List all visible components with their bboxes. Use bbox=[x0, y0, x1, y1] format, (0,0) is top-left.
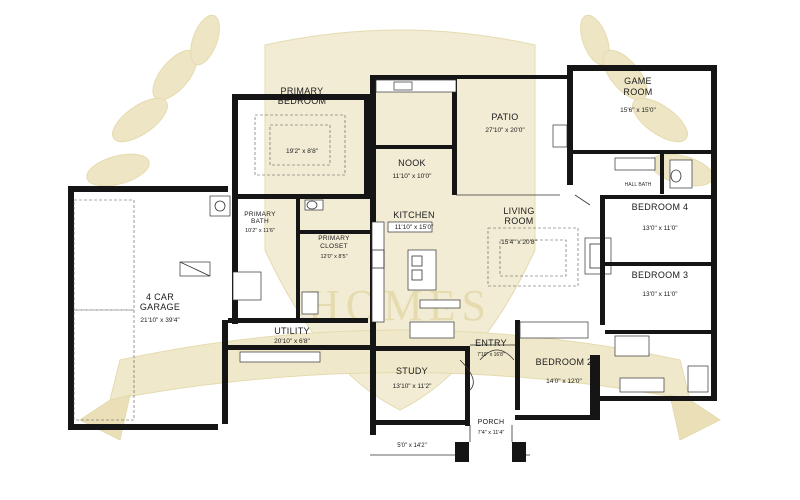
bedroom-3-name: BEDROOM 3 bbox=[632, 270, 689, 280]
primary-closet-size: 12'0" x 8'5" bbox=[320, 254, 347, 260]
patio-size: 27'10" x 20'0" bbox=[485, 127, 525, 134]
primary-closet-name: PRIMARY bbox=[318, 235, 350, 242]
primary-bedroom-name: PRIMARY bbox=[281, 86, 324, 96]
laurel-leaf-icon bbox=[632, 97, 688, 143]
garage-size: 21'10" x 39'4" bbox=[140, 317, 180, 324]
utility-name: UTILITY bbox=[274, 326, 310, 336]
entry-size: 7'10" x 16'8" bbox=[477, 352, 505, 358]
porch-size: 7'4" x 11'4" bbox=[478, 430, 505, 436]
utility-size: 20'10" x 6'8" bbox=[274, 338, 310, 345]
laurel-leaf-icon bbox=[86, 153, 150, 187]
central-area bbox=[370, 75, 520, 435]
kitchen-name: KITCHEN bbox=[393, 210, 435, 220]
study-size: 13'10" x 11'2" bbox=[393, 383, 432, 390]
bedroom-4-name: BEDROOM 4 bbox=[632, 202, 689, 212]
porch-name: PORCH bbox=[478, 419, 505, 426]
living-room-size: 15'4" x 20'8" bbox=[501, 239, 537, 246]
front-porch-size: 5'0" x 14'2" bbox=[397, 443, 427, 449]
laurel-leaf-icon bbox=[190, 14, 220, 66]
primary-bath-size: 10'2" x 11'6" bbox=[245, 228, 275, 234]
primary-bedroom-name-line2: BEDROOM bbox=[278, 96, 327, 106]
game-room-name-line2: ROOM bbox=[623, 87, 652, 97]
entry-name: ENTRY bbox=[475, 338, 507, 348]
nook-size: 11'10" x 10'0" bbox=[393, 173, 432, 180]
kitchen-size: 11'10" x 15'0" bbox=[395, 224, 434, 231]
game-room-name: GAME bbox=[624, 76, 652, 86]
nook-name: NOOK bbox=[398, 158, 426, 168]
primary-bath-name: PRIMARY bbox=[244, 211, 276, 218]
laurel-leaf-icon bbox=[112, 97, 168, 143]
bedroom-2-size: 14'0" x 12'0" bbox=[546, 378, 582, 385]
primary-wing bbox=[209, 94, 372, 424]
patio-name: PATIO bbox=[491, 112, 518, 122]
primary-bath-name-line2: BATH bbox=[251, 218, 269, 225]
garage-name-line2: GARAGE bbox=[140, 302, 180, 312]
primary-bedroom-size: 19'2" x 8'8" bbox=[286, 148, 319, 155]
game-room-size: 15'6" x 15'0" bbox=[620, 107, 656, 114]
porch-area bbox=[370, 425, 530, 462]
hall-bath-name: HALL BATH bbox=[625, 182, 652, 188]
primary-closet-name-line2: CLOSET bbox=[320, 243, 348, 250]
garage-area bbox=[68, 186, 228, 430]
bedroom-4-size: 13'0" x 11'0" bbox=[642, 225, 678, 232]
garage-name: 4 CAR bbox=[146, 292, 174, 302]
living-room-name-line2: ROOM bbox=[504, 216, 533, 226]
room-labels: GAME ROOM 15'6" x 15'0" PATIO 27'10" x 2… bbox=[140, 76, 689, 449]
bedroom-2-name: BEDROOM 2 bbox=[536, 357, 593, 367]
living-room-name: LIVING bbox=[503, 206, 534, 216]
bedroom-3-size: 13'0" x 11'0" bbox=[642, 291, 678, 298]
study-name: STUDY bbox=[396, 366, 428, 376]
east-wing bbox=[515, 65, 717, 420]
